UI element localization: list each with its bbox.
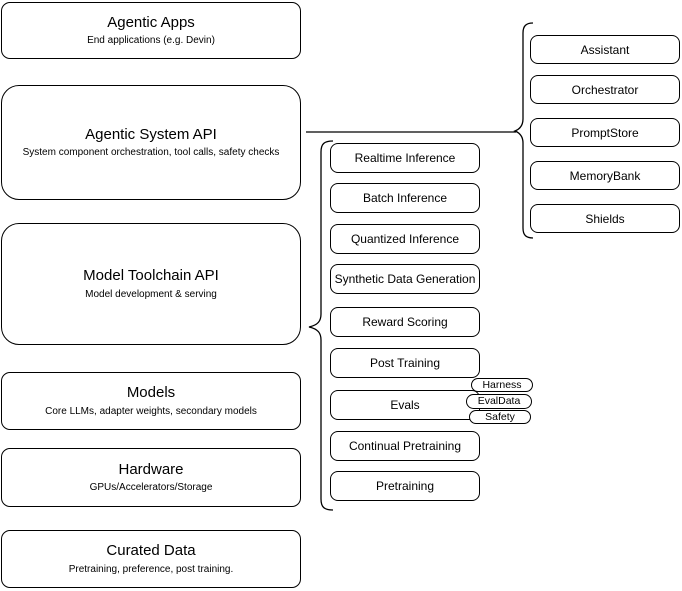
- system-component-shields: Shields: [530, 204, 680, 233]
- system-component-promptstore: PromptStore: [530, 118, 680, 147]
- system-component-label: PromptStore: [571, 125, 639, 140]
- system-component-label: Shields: [585, 211, 625, 226]
- box-model-toolchain-api: Model Toolchain API Model development & …: [1, 223, 301, 345]
- box-curated-data-title: Curated Data: [106, 542, 196, 560]
- box-model-toolchain-api-subtitle: Model development & serving: [85, 288, 217, 300]
- evals-tag-label: Harness: [482, 378, 522, 391]
- box-models-subtitle: Core LLMs, adapter weights, secondary mo…: [45, 405, 257, 417]
- box-agentic-apps: Agentic Apps End applications (e.g. Devi…: [1, 2, 301, 59]
- toolchain-component-evals: Evals: [330, 390, 480, 420]
- toolchain-component-continual-pretraining: Continual Pretraining: [330, 431, 480, 461]
- toolchain-component-label: Realtime Inference: [354, 151, 456, 165]
- box-agentic-system-api-subtitle: System component orchestration, tool cal…: [22, 147, 280, 159]
- toolchain-component-label: Post Training: [369, 356, 441, 370]
- box-agentic-system-api: Agentic System API System component orch…: [1, 85, 301, 200]
- box-curated-data: Curated Data Pretraining, preference, po…: [1, 530, 301, 588]
- toolchain-component-quantized-inference: Quantized Inference: [330, 224, 480, 254]
- toolchain-component-label: Reward Scoring: [362, 315, 448, 329]
- box-agentic-apps-subtitle: End applications (e.g. Devin): [87, 35, 215, 47]
- evals-tag-evaldata: EvalData: [466, 394, 532, 409]
- toolchain-component-batch-inference: Batch Inference: [330, 183, 480, 213]
- evals-tag-label: EvalData: [477, 395, 521, 408]
- system-component-orchestrator: Orchestrator: [530, 75, 680, 104]
- evals-tag-harness: Harness: [471, 378, 533, 392]
- system-component-assistant: Assistant: [530, 35, 680, 64]
- box-curated-data-subtitle: Pretraining, preference, post training.: [68, 563, 234, 575]
- box-hardware-title: Hardware: [118, 460, 184, 478]
- box-model-toolchain-api-title: Model Toolchain API: [83, 267, 219, 285]
- toolchain-component-realtime-inference: Realtime Inference: [330, 143, 480, 173]
- toolchain-component-label: Quantized Inference: [350, 232, 460, 246]
- toolchain-component-label: Batch Inference: [362, 191, 448, 205]
- system-component-label: MemoryBank: [569, 168, 641, 183]
- box-agentic-system-api-title: Agentic System API: [85, 125, 217, 143]
- toolchain-component-synthetic-data-generation: Synthetic Data Generation: [330, 264, 480, 294]
- toolchain-component-reward-scoring: Reward Scoring: [330, 307, 480, 337]
- box-models-title: Models: [126, 384, 176, 402]
- toolchain-component-label: Pretraining: [375, 479, 435, 493]
- toolchain-component-label: Evals: [390, 398, 420, 412]
- toolchain-component-pretraining: Pretraining: [330, 471, 480, 501]
- box-models: Models Core LLMs, adapter weights, secon…: [1, 372, 301, 430]
- box-agentic-apps-title: Agentic Apps: [107, 13, 195, 31]
- system-component-label: Assistant: [580, 42, 630, 57]
- system-component-label: Orchestrator: [571, 82, 639, 97]
- toolchain-component-label: Continual Pretraining: [348, 439, 462, 453]
- box-hardware: Hardware GPUs/Accelerators/Storage: [1, 448, 301, 507]
- box-hardware-subtitle: GPUs/Accelerators/Storage: [89, 482, 213, 494]
- evals-tag-label: Safety: [485, 410, 515, 423]
- system-component-memorybank: MemoryBank: [530, 161, 680, 190]
- toolchain-component-label: Synthetic Data Generation: [334, 272, 476, 286]
- evals-tag-safety: Safety: [469, 410, 531, 424]
- toolchain-component-post-training: Post Training: [330, 348, 480, 378]
